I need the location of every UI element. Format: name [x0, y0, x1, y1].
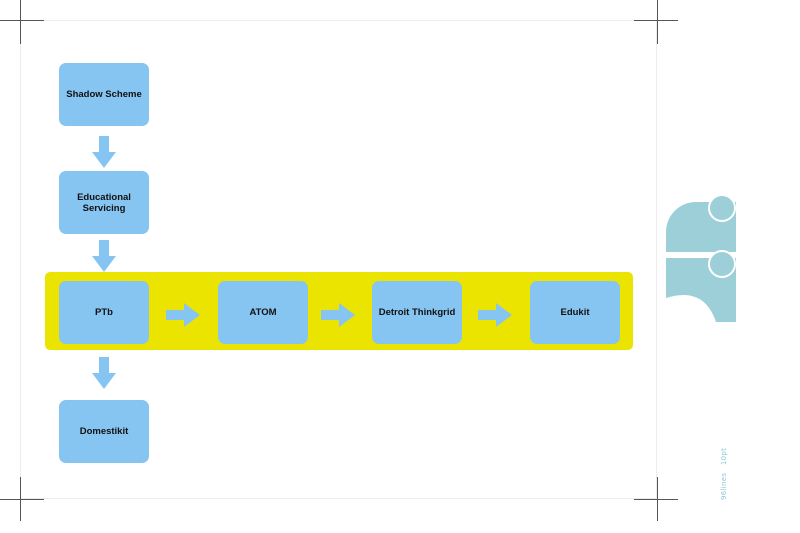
crop-mark-top-right-v: [657, 0, 658, 44]
crop-mark-bottom-right-v: [657, 477, 658, 521]
crop-mark-bottom-left-v: [20, 477, 21, 521]
domestikit-label: Domestikit: [79, 426, 129, 437]
arrow-down-icon: [92, 357, 116, 389]
crop-mark-top-right-h: [634, 20, 678, 21]
page-frame: [20, 20, 657, 499]
brand-logo-icon: [666, 194, 736, 322]
arrow-right-icon: [478, 303, 512, 327]
arrow-down-icon: [92, 136, 116, 168]
arrow-right-icon: [321, 303, 355, 327]
detroit-thinkgrid-label: Detroit Thinkgrid: [378, 307, 456, 318]
arrow-right-icon: [166, 303, 200, 327]
shadow-scheme-box: Shadow Scheme: [59, 63, 149, 126]
detroit-thinkgrid-box: Detroit Thinkgrid: [372, 281, 462, 344]
shadow-scheme-label: Shadow Scheme: [66, 89, 142, 100]
crop-mark-top-left-h: [0, 20, 44, 21]
crop-mark-bottom-left-h: [0, 499, 44, 500]
edukit-label: Edukit: [560, 307, 590, 318]
atom-box: ATOM: [218, 281, 308, 344]
edukit-box: Edukit: [530, 281, 620, 344]
domestikit-box: Domestikit: [59, 400, 149, 463]
margin-note: 96lines 10pt: [720, 447, 728, 500]
educational-servicing-label: Educational Servicing: [77, 191, 131, 214]
educational-servicing-box: Educational Servicing: [59, 171, 149, 234]
arrow-down-icon: [92, 240, 116, 272]
crop-mark-bottom-right-h: [634, 499, 678, 500]
ptb-box: PTb: [59, 281, 149, 344]
atom-label: ATOM: [249, 307, 277, 318]
ptb-label: PTb: [95, 307, 113, 318]
crop-mark-top-left-v: [20, 0, 21, 44]
